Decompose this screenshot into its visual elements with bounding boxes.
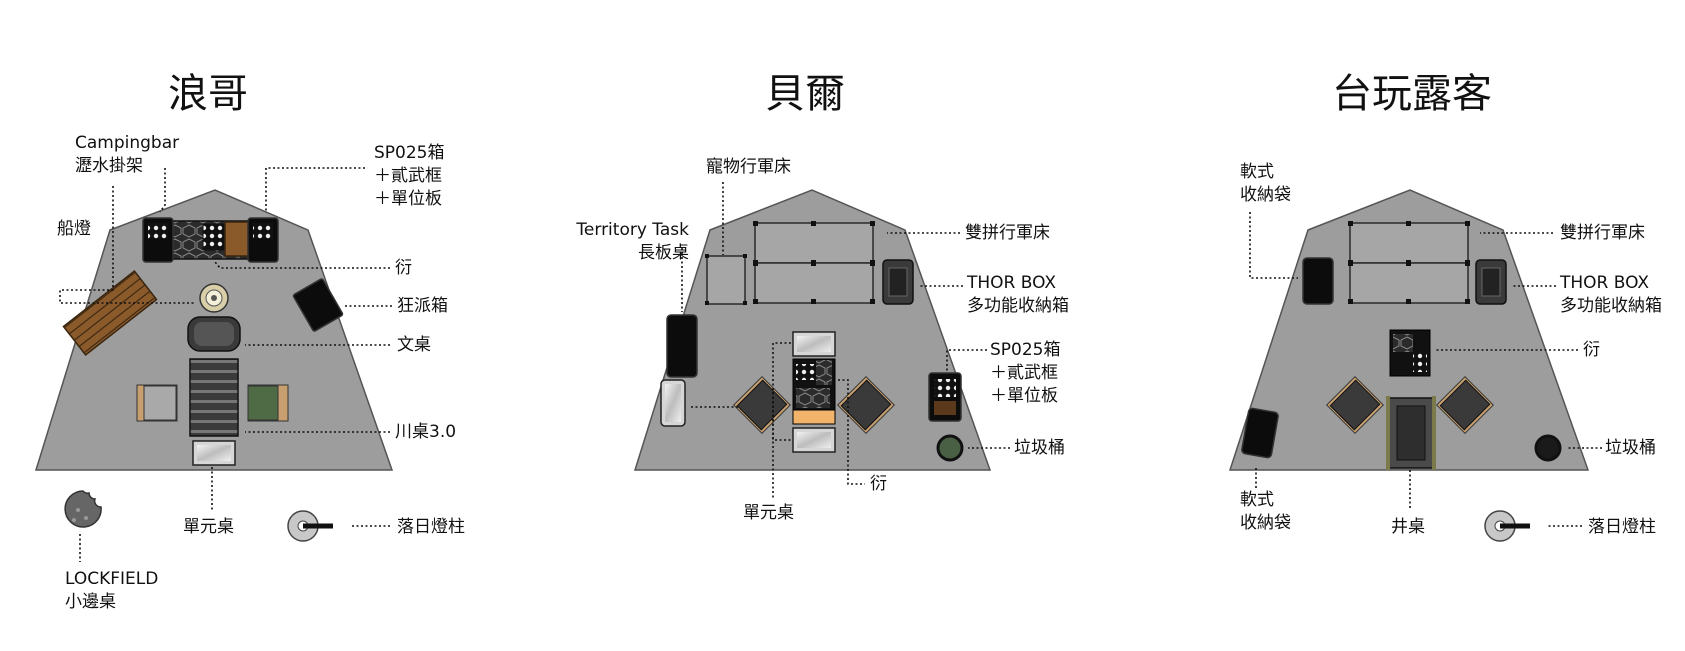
chair-right: [837, 376, 895, 434]
label-soft-bag-top-2: 收納袋: [1240, 185, 1291, 205]
label-thor-2: 多功能收納箱: [1560, 296, 1662, 316]
label-sp025-2: ＋貳武框: [374, 166, 442, 186]
label-thor-2: 多功能收納箱: [967, 296, 1069, 316]
leader-stove: [838, 379, 865, 485]
panel-bei-er: 貝爾: [575, 71, 1069, 523]
label-long-table-2: 長板桌: [638, 243, 689, 263]
label-stove: 衍: [870, 474, 887, 494]
label-sp025-3: ＋單位板: [374, 189, 442, 209]
campingbar-rack: [142, 217, 279, 263]
leader-unit-tables: [772, 342, 791, 441]
label-desk: 文桌: [397, 335, 431, 355]
panel-title: 貝爾: [765, 71, 845, 117]
chair-left: [1326, 376, 1384, 434]
label-box: 狂派箱: [397, 296, 448, 316]
kuangpai-box: [292, 278, 344, 332]
pet-cot: [706, 255, 746, 305]
territory-task-table: [666, 314, 698, 378]
label-soft-bag-bottom-1: 軟式: [1240, 490, 1274, 510]
label-long-table-1: Territory Task: [575, 220, 689, 240]
label-lockfield-1: LOCKFIELD: [65, 569, 158, 589]
trash-can: [936, 434, 964, 462]
label-lantern: 船燈: [57, 219, 91, 239]
leader-lantern: [59, 186, 195, 304]
label-thor-1: THOR BOX: [1559, 273, 1649, 293]
double-cot: [753, 221, 875, 304]
chair-left: [733, 376, 791, 434]
label-lockfield-2: 小邊桌: [65, 592, 116, 612]
chair-right: [247, 384, 289, 422]
chuan-table: [189, 358, 239, 437]
chair-right: [1436, 376, 1494, 434]
label-campingbar-1: Campingbar: [75, 133, 179, 153]
panel-lang-ge: 浪哥: [34, 71, 465, 612]
label-soft-bag-bottom-2: 收納袋: [1240, 513, 1291, 533]
wooden-board: [62, 270, 158, 356]
label-unit: 單元桌: [183, 517, 234, 537]
sunset-lamp-post: [1484, 510, 1530, 542]
trash-can: [1534, 434, 1562, 462]
label-double-cot: 雙拼行軍床: [965, 223, 1050, 243]
label-double-cot: 雙拼行軍床: [1560, 223, 1645, 243]
label-sp025-3: ＋單位板: [990, 386, 1058, 406]
label-sp025-2: ＋貳武框: [990, 363, 1058, 383]
label-trash: 垃圾桶: [1605, 438, 1656, 458]
label-table: 川桌3.0: [395, 422, 456, 442]
label-stove: 衍: [395, 258, 412, 278]
label-unit: 單元桌: [743, 503, 794, 523]
label-campingbar-2: 瀝水掛架: [75, 156, 143, 176]
panel-title: 浪哥: [168, 71, 248, 117]
label-sp025-1: SP025箱: [374, 143, 445, 163]
double-cot: [1348, 221, 1470, 304]
panel-taiwan-lu-ke: 台玩露客: [1228, 71, 1662, 542]
panel-title: 台玩露客: [1332, 71, 1492, 117]
leader-campingbar: [159, 168, 166, 213]
label-trash: 垃圾桶: [1014, 438, 1065, 458]
lantern-icon: [199, 283, 229, 313]
chair-left: [136, 384, 178, 422]
leader-soft-bag-top: [1249, 212, 1298, 279]
label-sp025-1: SP025箱: [990, 340, 1061, 360]
label-thor-1: THOR BOX: [966, 273, 1056, 293]
soft-bag-top: [1302, 257, 1334, 305]
leader-sp025: [946, 349, 987, 372]
label-igt: 井桌: [1391, 517, 1425, 537]
label-pet-cot: 寵物行軍床: [706, 157, 791, 177]
label-stove: 衍: [1583, 340, 1600, 360]
lockfield-side-table: [64, 490, 102, 528]
sunset-lamp-post: [287, 510, 333, 542]
label-soft-bag-top-1: 軟式: [1240, 162, 1274, 182]
soft-bag-bottom: [1241, 407, 1279, 459]
label-lamp: 落日燈柱: [397, 517, 465, 537]
label-lamp: 落日燈柱: [1588, 517, 1656, 537]
leader-sp025: [265, 167, 365, 212]
